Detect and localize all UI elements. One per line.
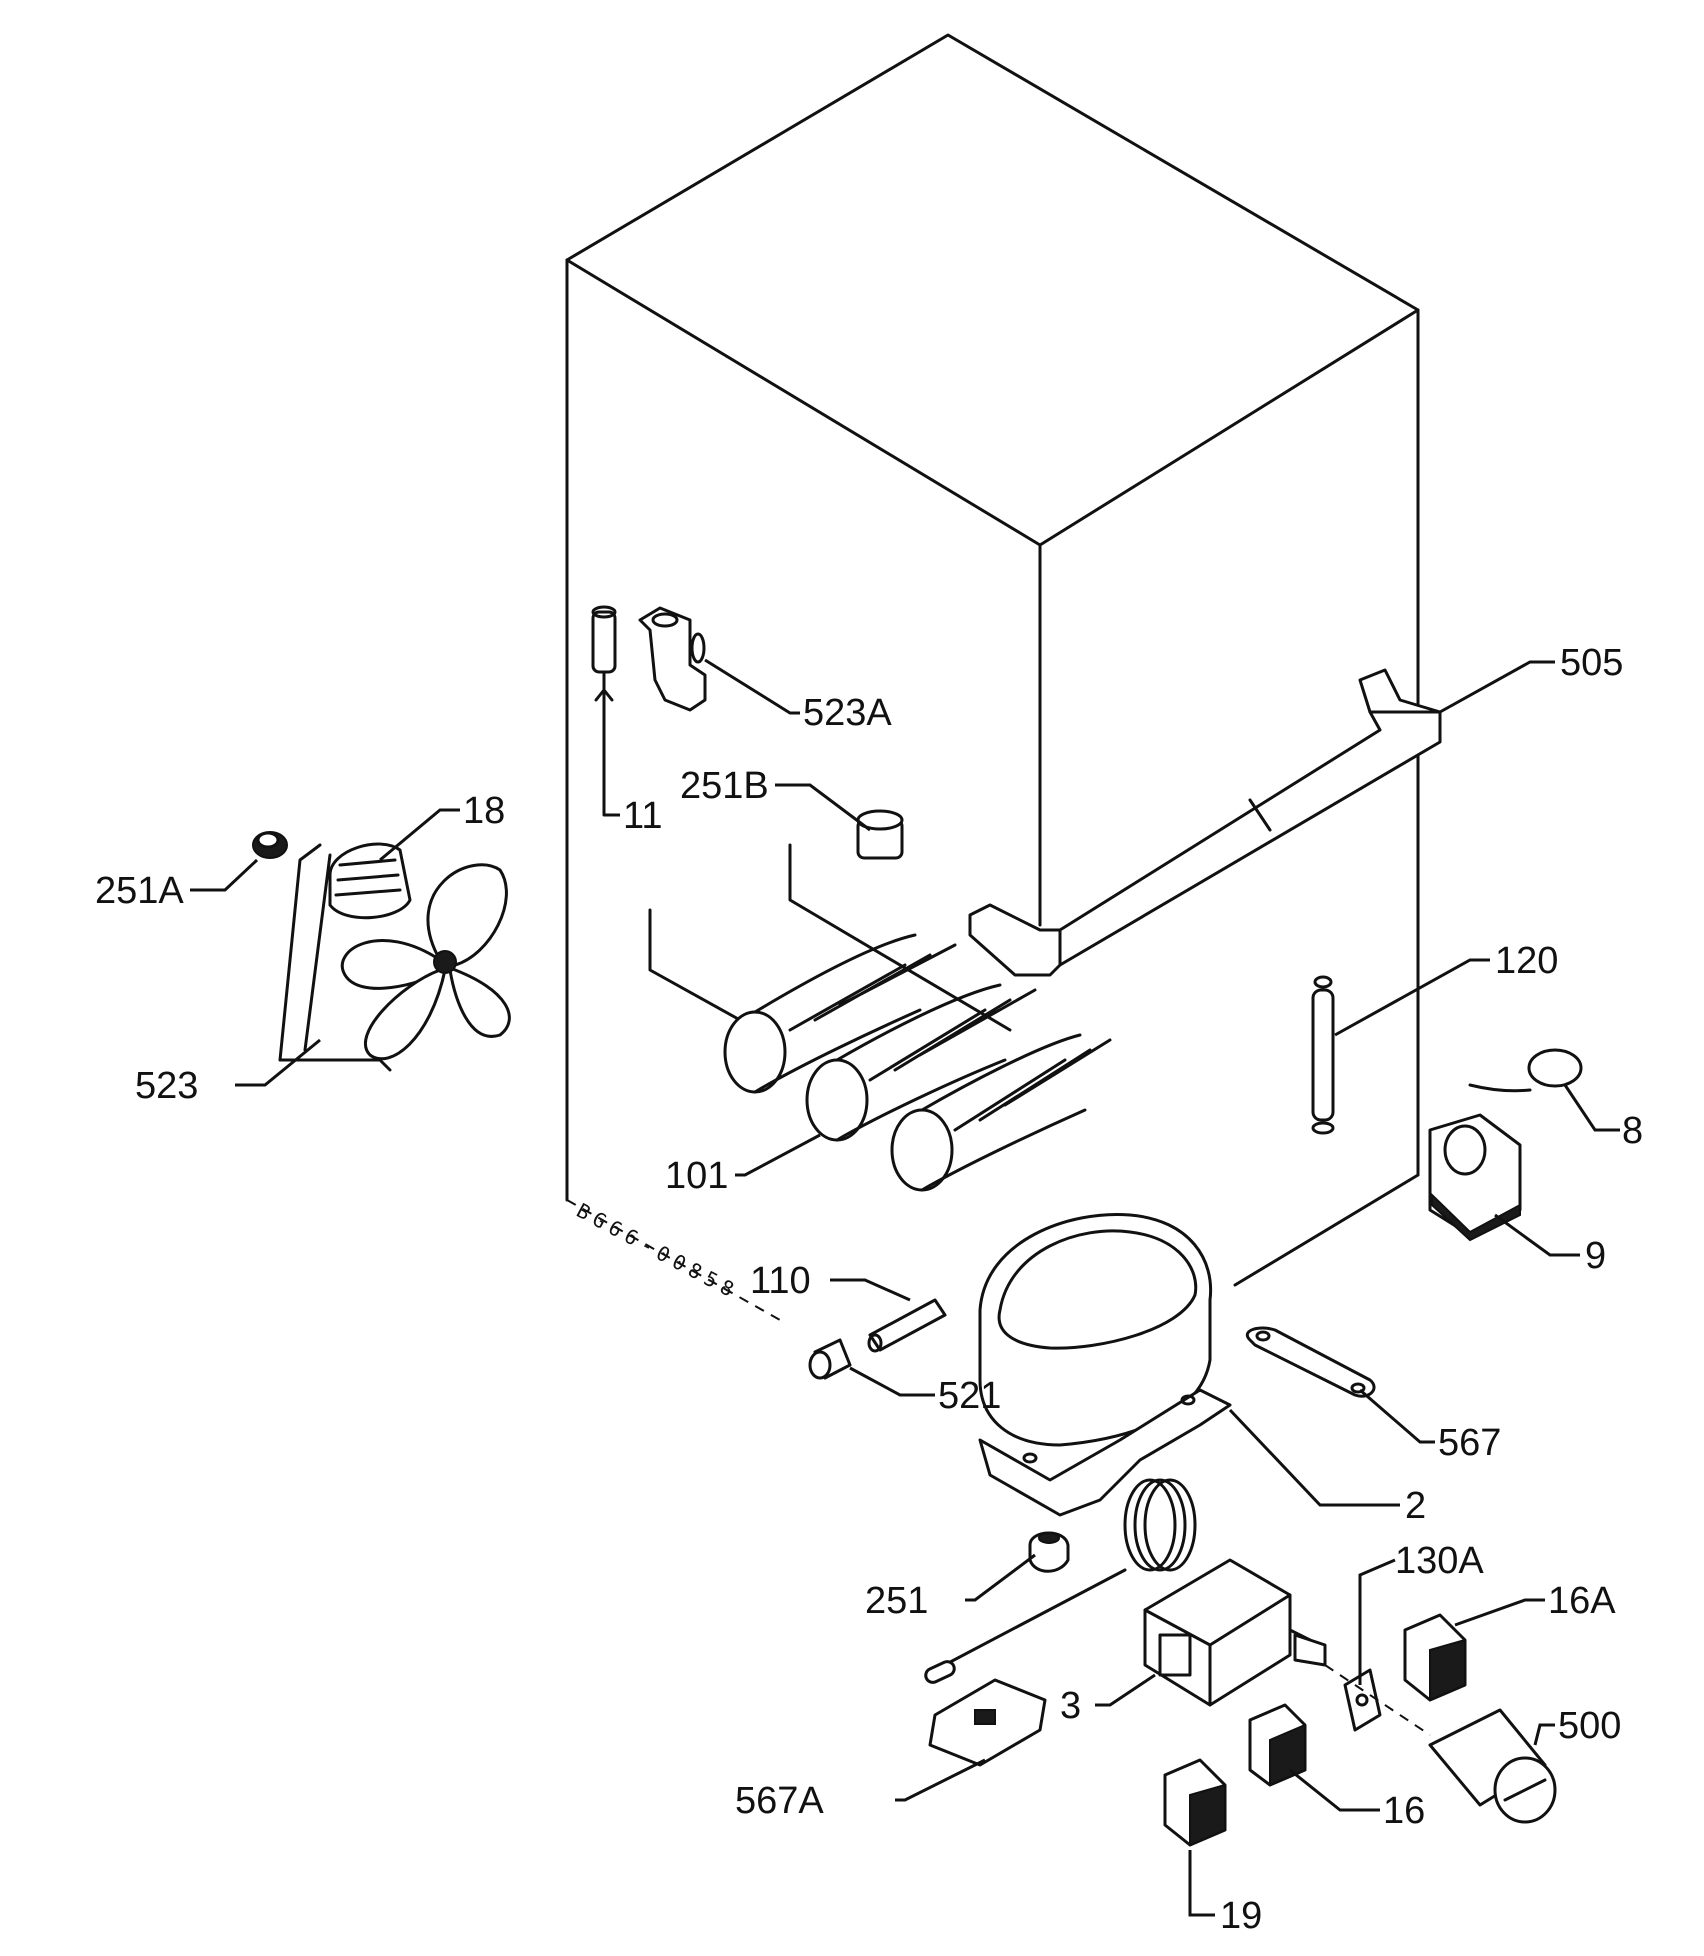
callout-101: 101 bbox=[665, 1155, 728, 1197]
part-2-compressor bbox=[978, 1212, 1232, 1517]
callout-521: 521 bbox=[938, 1375, 1001, 1417]
part-523-fan-bracket bbox=[278, 843, 392, 1072]
callout-251: 251 bbox=[865, 1580, 928, 1622]
callout-120: 120 bbox=[1495, 940, 1558, 982]
callout-523: 523 bbox=[135, 1065, 198, 1107]
drawing-code: BG66-00858 bbox=[573, 1198, 744, 1304]
leader-lines bbox=[190, 658, 1620, 1917]
callout-2: 2 bbox=[1405, 1485, 1426, 1527]
callout-251B: 251B bbox=[680, 765, 769, 807]
part-19-switch bbox=[1163, 1758, 1227, 1847]
callout-505: 505 bbox=[1560, 642, 1623, 684]
callout-9: 9 bbox=[1585, 1235, 1606, 1277]
fan-blade bbox=[340, 863, 511, 1061]
callout-16: 16 bbox=[1383, 1790, 1425, 1832]
part-567-bracket bbox=[1246, 1326, 1376, 1398]
part-11-sensor bbox=[591, 605, 617, 817]
part-251B-grommet bbox=[856, 809, 904, 860]
callout-523A: 523A bbox=[803, 692, 892, 734]
callout-18: 18 bbox=[463, 790, 505, 832]
part-8-protector bbox=[1468, 1048, 1583, 1093]
callout-16A: 16A bbox=[1548, 1580, 1616, 1622]
cabinet-outline bbox=[565, 33, 1420, 1321]
part-3-thermostat bbox=[924, 1478, 1327, 1707]
callout-567A: 567A bbox=[735, 1780, 824, 1822]
part-18-fan-motor bbox=[328, 842, 412, 920]
part-521-cap bbox=[808, 1338, 852, 1380]
part-9-relay bbox=[1428, 1113, 1522, 1242]
part-500-knob bbox=[1428, 1708, 1557, 1824]
callout-110: 110 bbox=[750, 1260, 811, 1302]
part-101-condenser-coil bbox=[648, 843, 1112, 1192]
part-567A-plate bbox=[928, 1678, 1047, 1767]
part-251A-grommet bbox=[252, 831, 288, 859]
part-16A-switch bbox=[1403, 1613, 1467, 1702]
part-251-grommet bbox=[1028, 1531, 1070, 1573]
part-120-dryer bbox=[1311, 975, 1335, 1135]
callout-500: 500 bbox=[1558, 1705, 1621, 1747]
callout-8: 8 bbox=[1622, 1110, 1643, 1152]
callout-19: 19 bbox=[1220, 1895, 1262, 1937]
part-130A-plate bbox=[1324, 1664, 1431, 1736]
callout-130A: 130A bbox=[1395, 1540, 1484, 1582]
callout-251A: 251A bbox=[95, 870, 184, 912]
callout-11: 11 bbox=[623, 795, 662, 837]
part-523A-bracket bbox=[638, 606, 707, 712]
callout-3: 3 bbox=[1060, 1685, 1081, 1727]
part-16-switch bbox=[1248, 1703, 1307, 1787]
part-110-pipe bbox=[867, 1298, 947, 1353]
callout-567: 567 bbox=[1438, 1422, 1501, 1464]
